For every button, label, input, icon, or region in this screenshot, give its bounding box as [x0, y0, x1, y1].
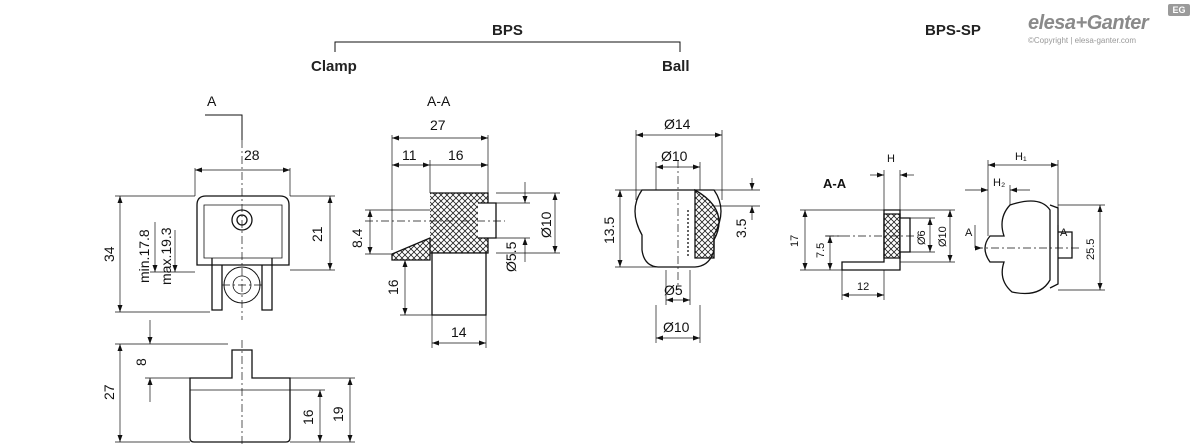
dim-ball-inner: Ø10	[661, 148, 688, 164]
brand-copyright: ©Copyright | elesa-ganter.com	[1028, 36, 1137, 45]
bps-sp-label: BPS-SP	[925, 22, 981, 39]
dim-side-bottom-a: 16	[300, 409, 316, 425]
sp-arrow-right: A	[1060, 227, 1068, 239]
dim-sp-mid: 7.5	[815, 243, 827, 258]
clamp-side-view	[189, 340, 291, 446]
brand-logo-text: elesa+Ganter	[1028, 12, 1149, 34]
dim-side-height: 27	[101, 384, 117, 400]
ball-dims	[615, 130, 760, 343]
dim-clamp-right-height: 21	[309, 226, 325, 242]
dim-aa-pin: Ø5.5	[503, 241, 519, 272]
dim-aa-height-left: 8.4	[349, 228, 365, 248]
dim-clamp-max: max.19.3	[158, 227, 174, 285]
dim-ball-height: 13.5	[601, 217, 617, 244]
dim-aa-width: 27	[430, 117, 446, 133]
dim-sp-h1: H₁	[1015, 151, 1027, 163]
sp-arrow-left: A	[965, 227, 973, 239]
clamp-front-view	[196, 114, 290, 320]
dim-sp-length: 12	[857, 281, 869, 293]
dim-clamp-height: 34	[101, 246, 117, 262]
section-aa-dims	[365, 135, 560, 348]
dim-sp-d10: Ø10	[937, 226, 949, 247]
brand-badge: EG	[1168, 4, 1190, 16]
bps-sp-section-view	[826, 209, 920, 271]
dim-aa-bore: Ø10	[538, 211, 554, 238]
dim-sp-h2: H₂	[993, 177, 1005, 189]
dim-ball-outer: Ø14	[664, 116, 691, 132]
dim-ball-hole: Ø5	[664, 282, 683, 298]
dim-side-bottom-b: 19	[330, 406, 346, 422]
ball-label: Ball	[662, 58, 690, 75]
dim-aa-right: 16	[448, 147, 464, 163]
dim-ball-recess: 3.5	[733, 218, 749, 238]
clamp-front-dims	[115, 167, 335, 313]
dim-clamp-min: min.17.8	[136, 229, 152, 283]
brand-logo: elesa+Ganter EG ©Copyright | elesa-gante…	[1028, 4, 1190, 45]
dim-aa-base: 14	[451, 324, 467, 340]
dim-ball-base: Ø10	[663, 319, 690, 335]
dim-clamp-width: 28	[244, 147, 260, 163]
bps-bracket	[334, 41, 681, 52]
dim-sp-h: H	[887, 153, 895, 165]
clamp-label: Clamp	[311, 58, 357, 75]
dim-sp-d6: Ø6	[916, 230, 928, 245]
dim-sp-height: 17	[789, 235, 801, 247]
section-aa-title: A-A	[427, 93, 451, 109]
clamp-side-dims	[115, 320, 355, 443]
view-arrow-a: A	[207, 93, 217, 109]
ball-view	[634, 160, 722, 290]
dim-aa-left: 11	[402, 147, 417, 163]
dim-aa-stem: 16	[385, 279, 401, 295]
dim-side-top: 8	[133, 358, 149, 366]
bps-group-label: BPS	[492, 22, 523, 39]
bps-sp-view	[975, 200, 1080, 295]
bps-sp-section-dims	[800, 170, 955, 300]
bps-sp-section-title: A-A	[823, 176, 847, 191]
bps-sp-view-dims	[965, 160, 1105, 291]
dim-sp-view-height: 25.5	[1085, 239, 1097, 260]
